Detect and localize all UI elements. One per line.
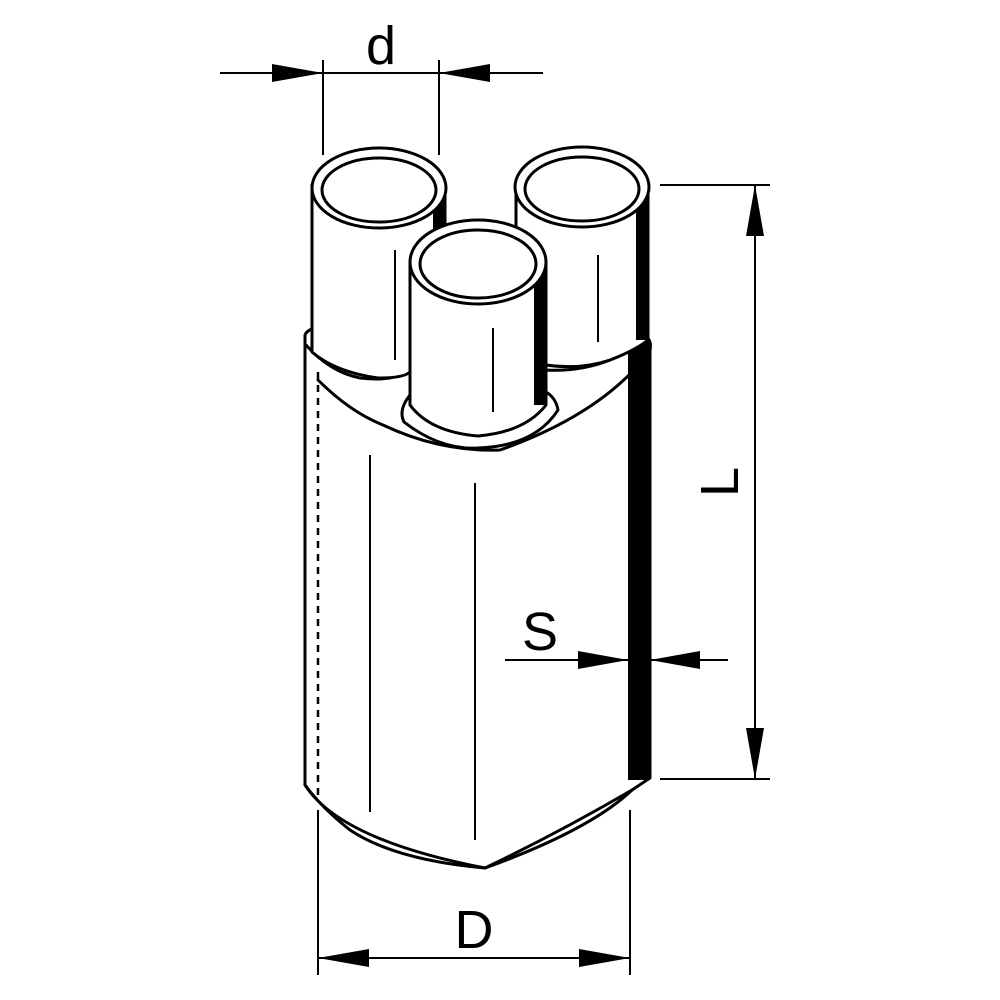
dimension-d: d — [220, 16, 543, 155]
arrow-L-top — [746, 185, 764, 236]
arrow-S-right — [650, 651, 700, 669]
right-tube — [513, 145, 651, 369]
arrow-L-bottom — [746, 728, 764, 779]
arrow-S-left — [578, 651, 628, 669]
arrow-D-left — [318, 949, 369, 967]
sleeve-shoulder-edge — [316, 348, 652, 452]
arrow-d-right — [439, 64, 490, 82]
label-D: D — [455, 900, 494, 960]
dimension-L: L — [660, 184, 770, 780]
arrow-D-right — [579, 949, 630, 967]
label-d: d — [366, 16, 396, 76]
dimension-S: S — [505, 602, 728, 669]
center-tube — [400, 218, 560, 450]
dimension-D: D — [317, 810, 631, 975]
arrow-d-left — [272, 64, 323, 82]
sleeve-bottom-edge — [303, 783, 634, 870]
wall-thickness-band — [628, 340, 650, 780]
label-S: S — [522, 602, 558, 662]
label-L: L — [690, 467, 750, 497]
